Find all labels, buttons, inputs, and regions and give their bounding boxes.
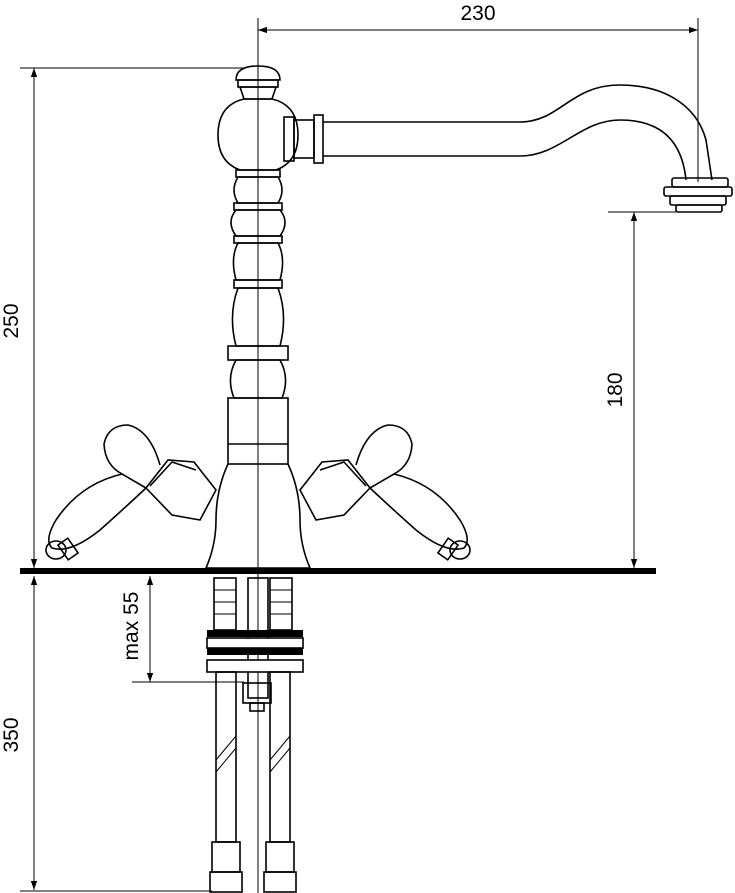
dimension-hose-length: 350 xyxy=(0,576,212,892)
dimension-max-thickness-label: max 55 xyxy=(120,592,143,661)
left-handle xyxy=(45,424,217,561)
dimension-total-height: 250 xyxy=(0,67,246,568)
dimension-spout-reach: 230 xyxy=(258,2,699,182)
faucet-spout xyxy=(283,84,733,213)
right-handle xyxy=(299,424,471,561)
dimension-total-height-label: 250 xyxy=(0,303,23,338)
countertop-line xyxy=(20,568,656,574)
faucet-body xyxy=(204,65,312,569)
dimension-hose-length-label: 350 xyxy=(0,717,23,752)
dimension-spout-height: 180 xyxy=(604,211,676,568)
mounting-kit xyxy=(206,577,304,712)
dimension-spout-height-label: 180 xyxy=(604,372,627,407)
dimension-max-thickness: max 55 xyxy=(120,576,244,683)
dimension-spout-reach-label: 230 xyxy=(460,2,495,25)
water-hoses xyxy=(209,671,297,893)
